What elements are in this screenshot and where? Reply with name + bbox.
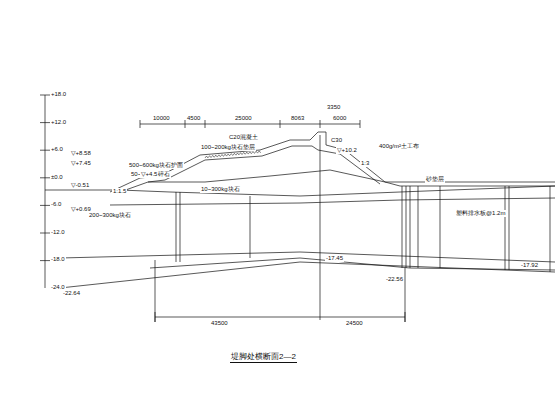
annotation: 100~200kg块石垫层 xyxy=(200,144,256,151)
scale-value: -12.0 xyxy=(50,229,66,236)
scale-tick xyxy=(40,233,50,234)
scale-tick xyxy=(40,95,50,96)
annotation: -17.92 xyxy=(520,262,539,269)
rock-texture xyxy=(239,153,242,155)
rock-texture xyxy=(214,155,217,157)
rock-texture xyxy=(258,151,261,153)
annotation: ▽+10.2 xyxy=(336,147,358,154)
scale-tick xyxy=(40,122,50,123)
annotation: ▽+7.45 xyxy=(70,160,92,167)
rock-texture xyxy=(205,156,208,158)
rock-texture xyxy=(227,154,230,156)
dimension: 25000 xyxy=(234,115,253,122)
rock-texture xyxy=(211,155,214,157)
annotation: C20混凝土 xyxy=(228,134,259,141)
rock-texture xyxy=(236,153,239,155)
annotation: ▽+8.58 xyxy=(70,150,92,157)
dimension: 24500 xyxy=(345,320,364,327)
rock-texture xyxy=(242,152,245,154)
annotation: 200~300kg块石 xyxy=(88,212,132,219)
scale-value: +6.0 xyxy=(50,146,64,153)
rock-texture xyxy=(252,152,255,154)
drawing-caption: 堤脚处横断面2—2 xyxy=(230,352,297,363)
dimension: 10000 xyxy=(152,115,171,122)
rock-texture xyxy=(217,155,220,157)
annotation: -17.45 xyxy=(325,255,344,262)
dimension: 43500 xyxy=(210,320,229,327)
scale-value: ±0.0 xyxy=(50,174,64,181)
scale-value: +12.0 xyxy=(50,119,67,126)
annotation: 400g/m²土工布 xyxy=(378,143,420,150)
rock-texture xyxy=(230,154,233,156)
annotation: ▽+4.5 xyxy=(140,171,158,178)
dimension: 3350 xyxy=(326,104,341,111)
annotation: 塑料排水板@1.2m xyxy=(455,210,506,217)
dimension: 8063 xyxy=(290,115,305,122)
scale-value: -18.0 xyxy=(50,256,66,263)
rock-texture xyxy=(208,156,211,158)
rock-texture xyxy=(255,151,258,153)
annotation: 10~300kg块石 xyxy=(200,186,241,193)
rock-texture xyxy=(224,154,227,156)
annotation: 500~600kg块石护面 xyxy=(128,162,184,169)
scale-tick xyxy=(40,205,50,206)
annotation: C30 xyxy=(330,137,343,144)
dimension: 6000 xyxy=(332,115,347,122)
dimension: 4500 xyxy=(186,115,201,122)
annotation: 1:3 xyxy=(360,160,370,167)
scale-tick xyxy=(40,260,50,261)
scale-value: +18.0 xyxy=(50,91,67,98)
annotation: 砂垫层 xyxy=(425,176,445,183)
rock-texture xyxy=(248,152,251,154)
scale-value: -6.0 xyxy=(50,201,62,208)
annotation: 1:1.5 xyxy=(112,188,127,195)
rock-texture xyxy=(245,152,248,154)
annotation: -22.56 xyxy=(385,276,404,283)
scale-tick xyxy=(40,150,50,151)
annotation: -22.64 xyxy=(62,290,81,297)
rock-texture xyxy=(221,155,224,157)
rock-texture xyxy=(233,153,236,155)
annotation: ▽-0.51 xyxy=(70,182,90,189)
scale-tick xyxy=(40,177,50,178)
